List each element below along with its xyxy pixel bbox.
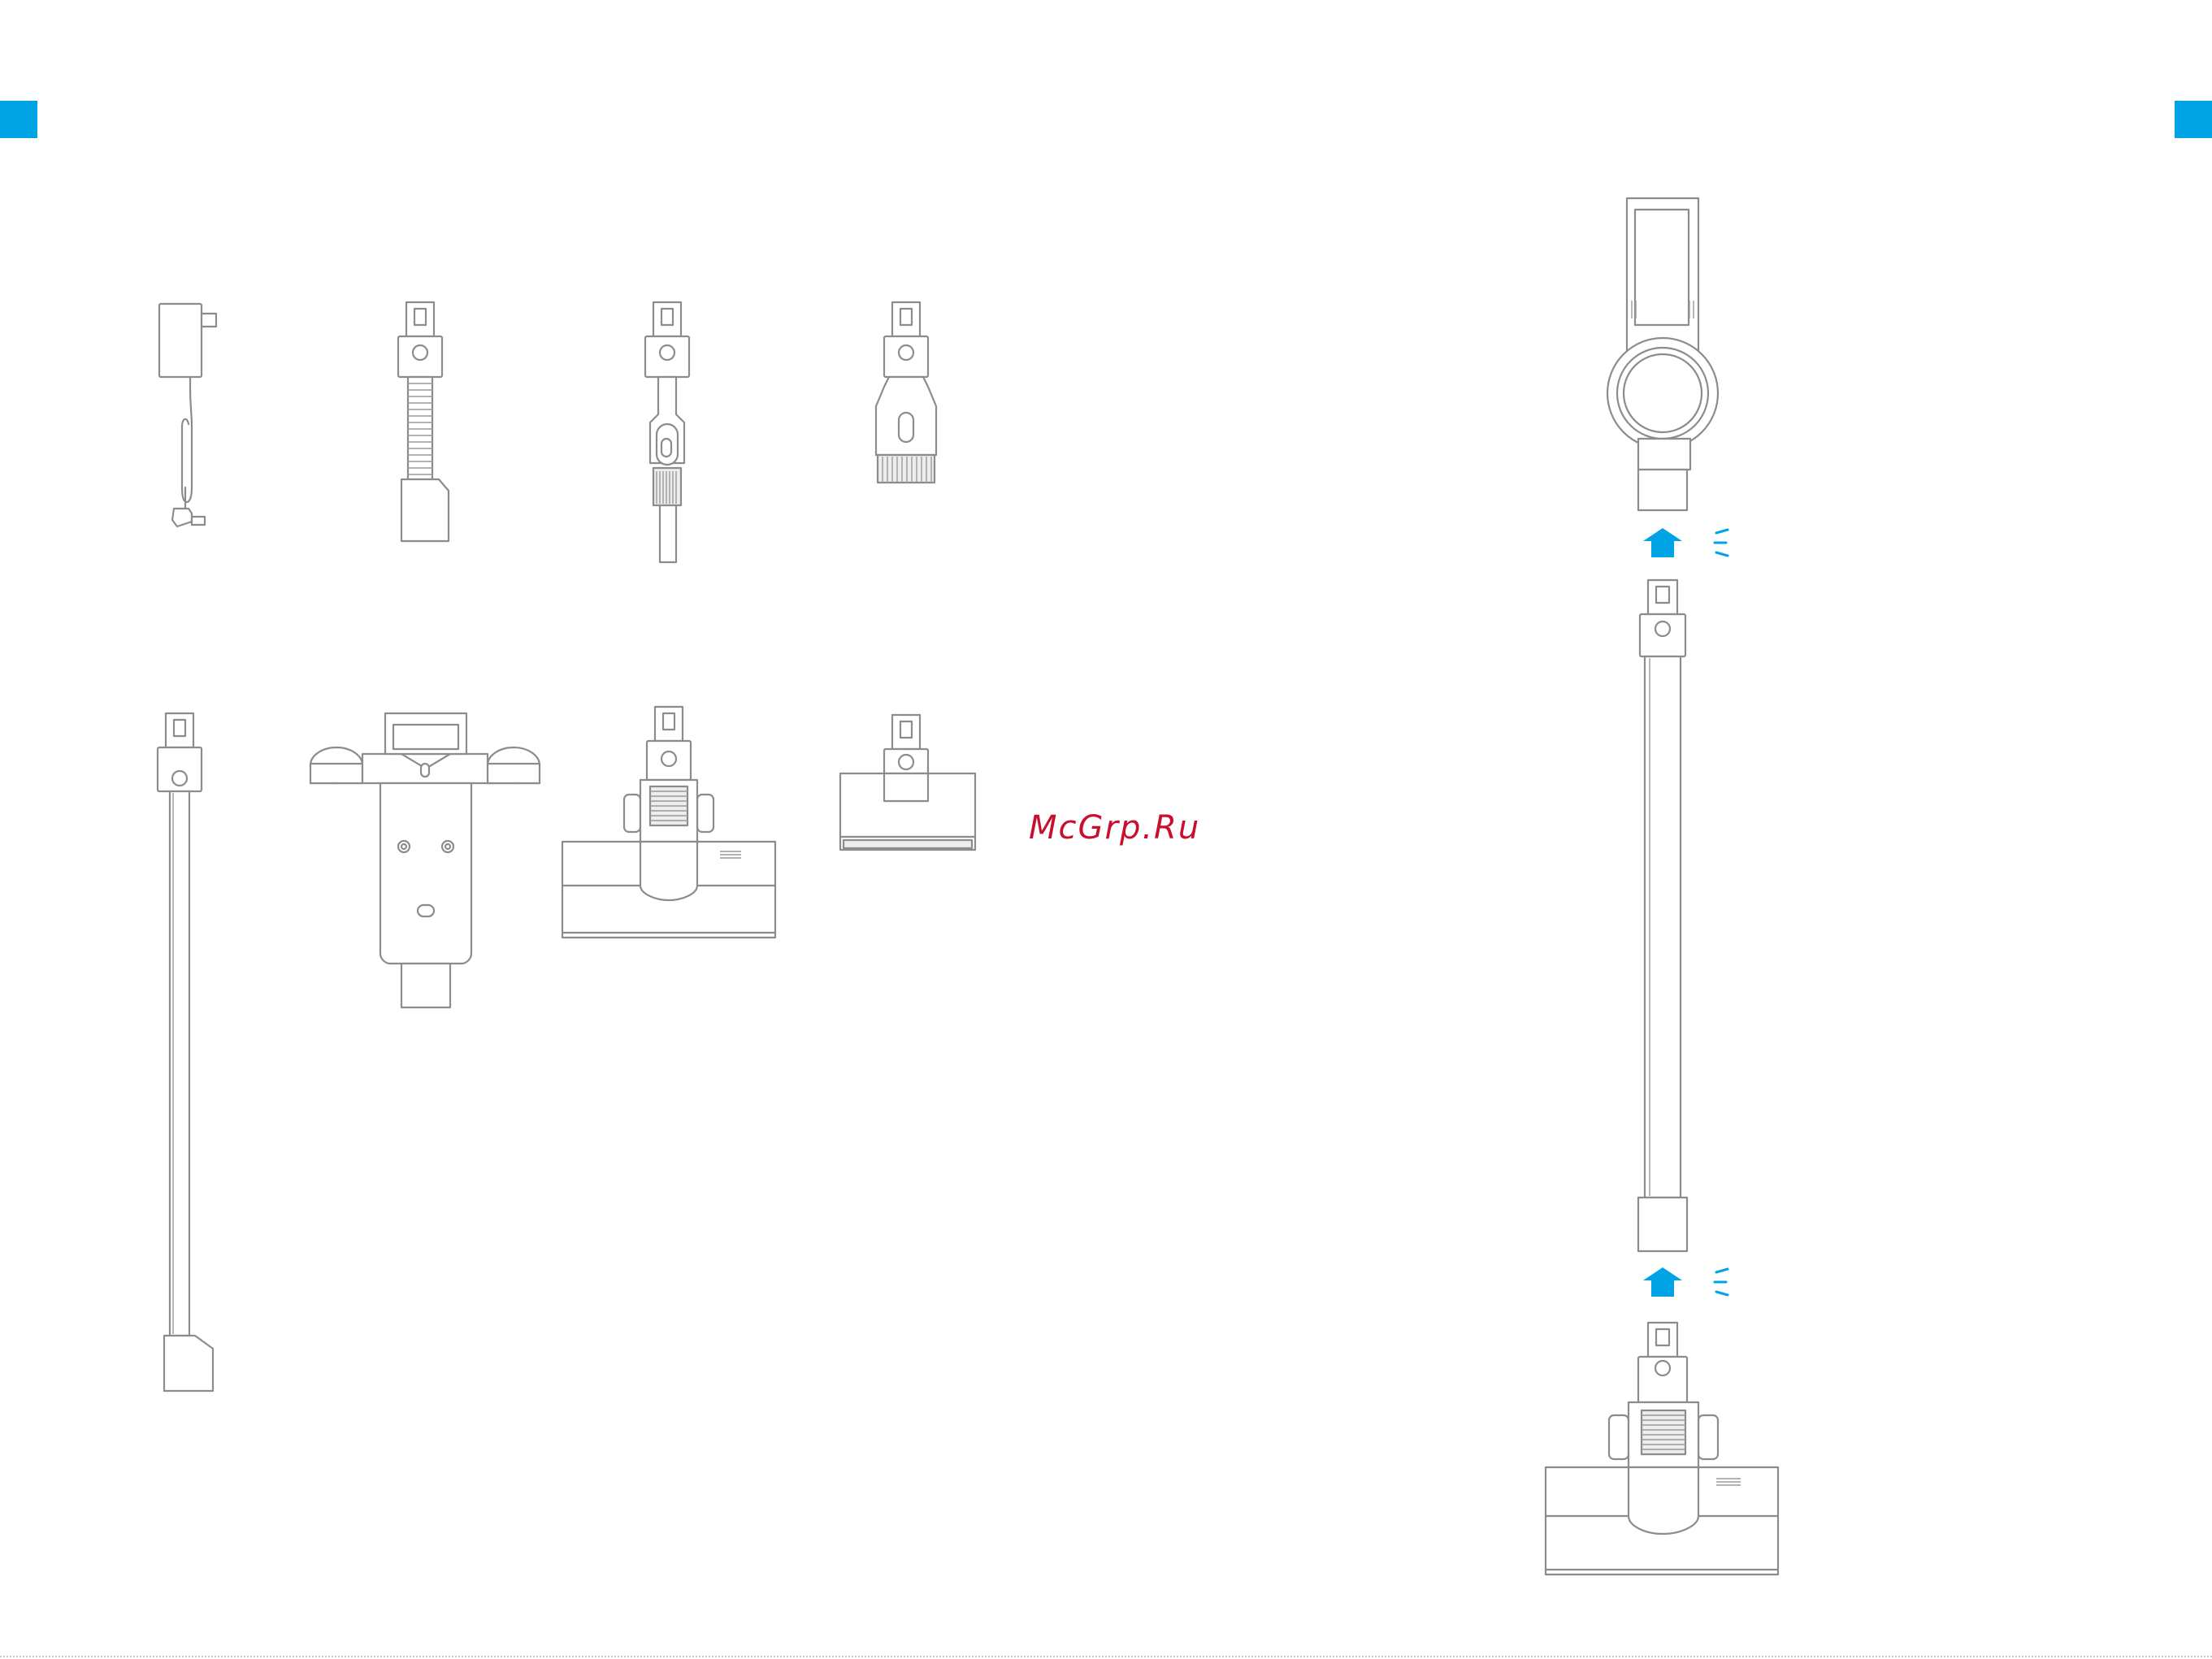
extension-tube-icon bbox=[158, 713, 213, 1391]
mini-roller-head-icon bbox=[840, 715, 975, 850]
assembly-roller-brush-head-icon bbox=[1546, 1323, 1778, 1575]
click-sound-icon bbox=[1715, 530, 1728, 556]
up-arrow-icon-2 bbox=[1643, 1267, 1682, 1297]
crevice-tool-icon bbox=[645, 302, 689, 562]
wall-mount-bracket-icon bbox=[310, 713, 540, 1007]
extension-hose-icon bbox=[398, 302, 449, 541]
watermark-text: McGrp.Ru bbox=[1029, 809, 1200, 847]
page-bottom-rule bbox=[0, 1656, 2212, 1657]
roller-brush-head-icon bbox=[562, 707, 775, 938]
power-adapter-icon bbox=[159, 304, 216, 526]
assembly-extension-tube-icon bbox=[1638, 580, 1687, 1251]
vacuum-main-body-icon bbox=[1607, 198, 1718, 510]
mini-brush-head-icon bbox=[876, 302, 936, 483]
click-sound-icon-2 bbox=[1715, 1269, 1728, 1295]
up-arrow-icon bbox=[1643, 528, 1682, 557]
